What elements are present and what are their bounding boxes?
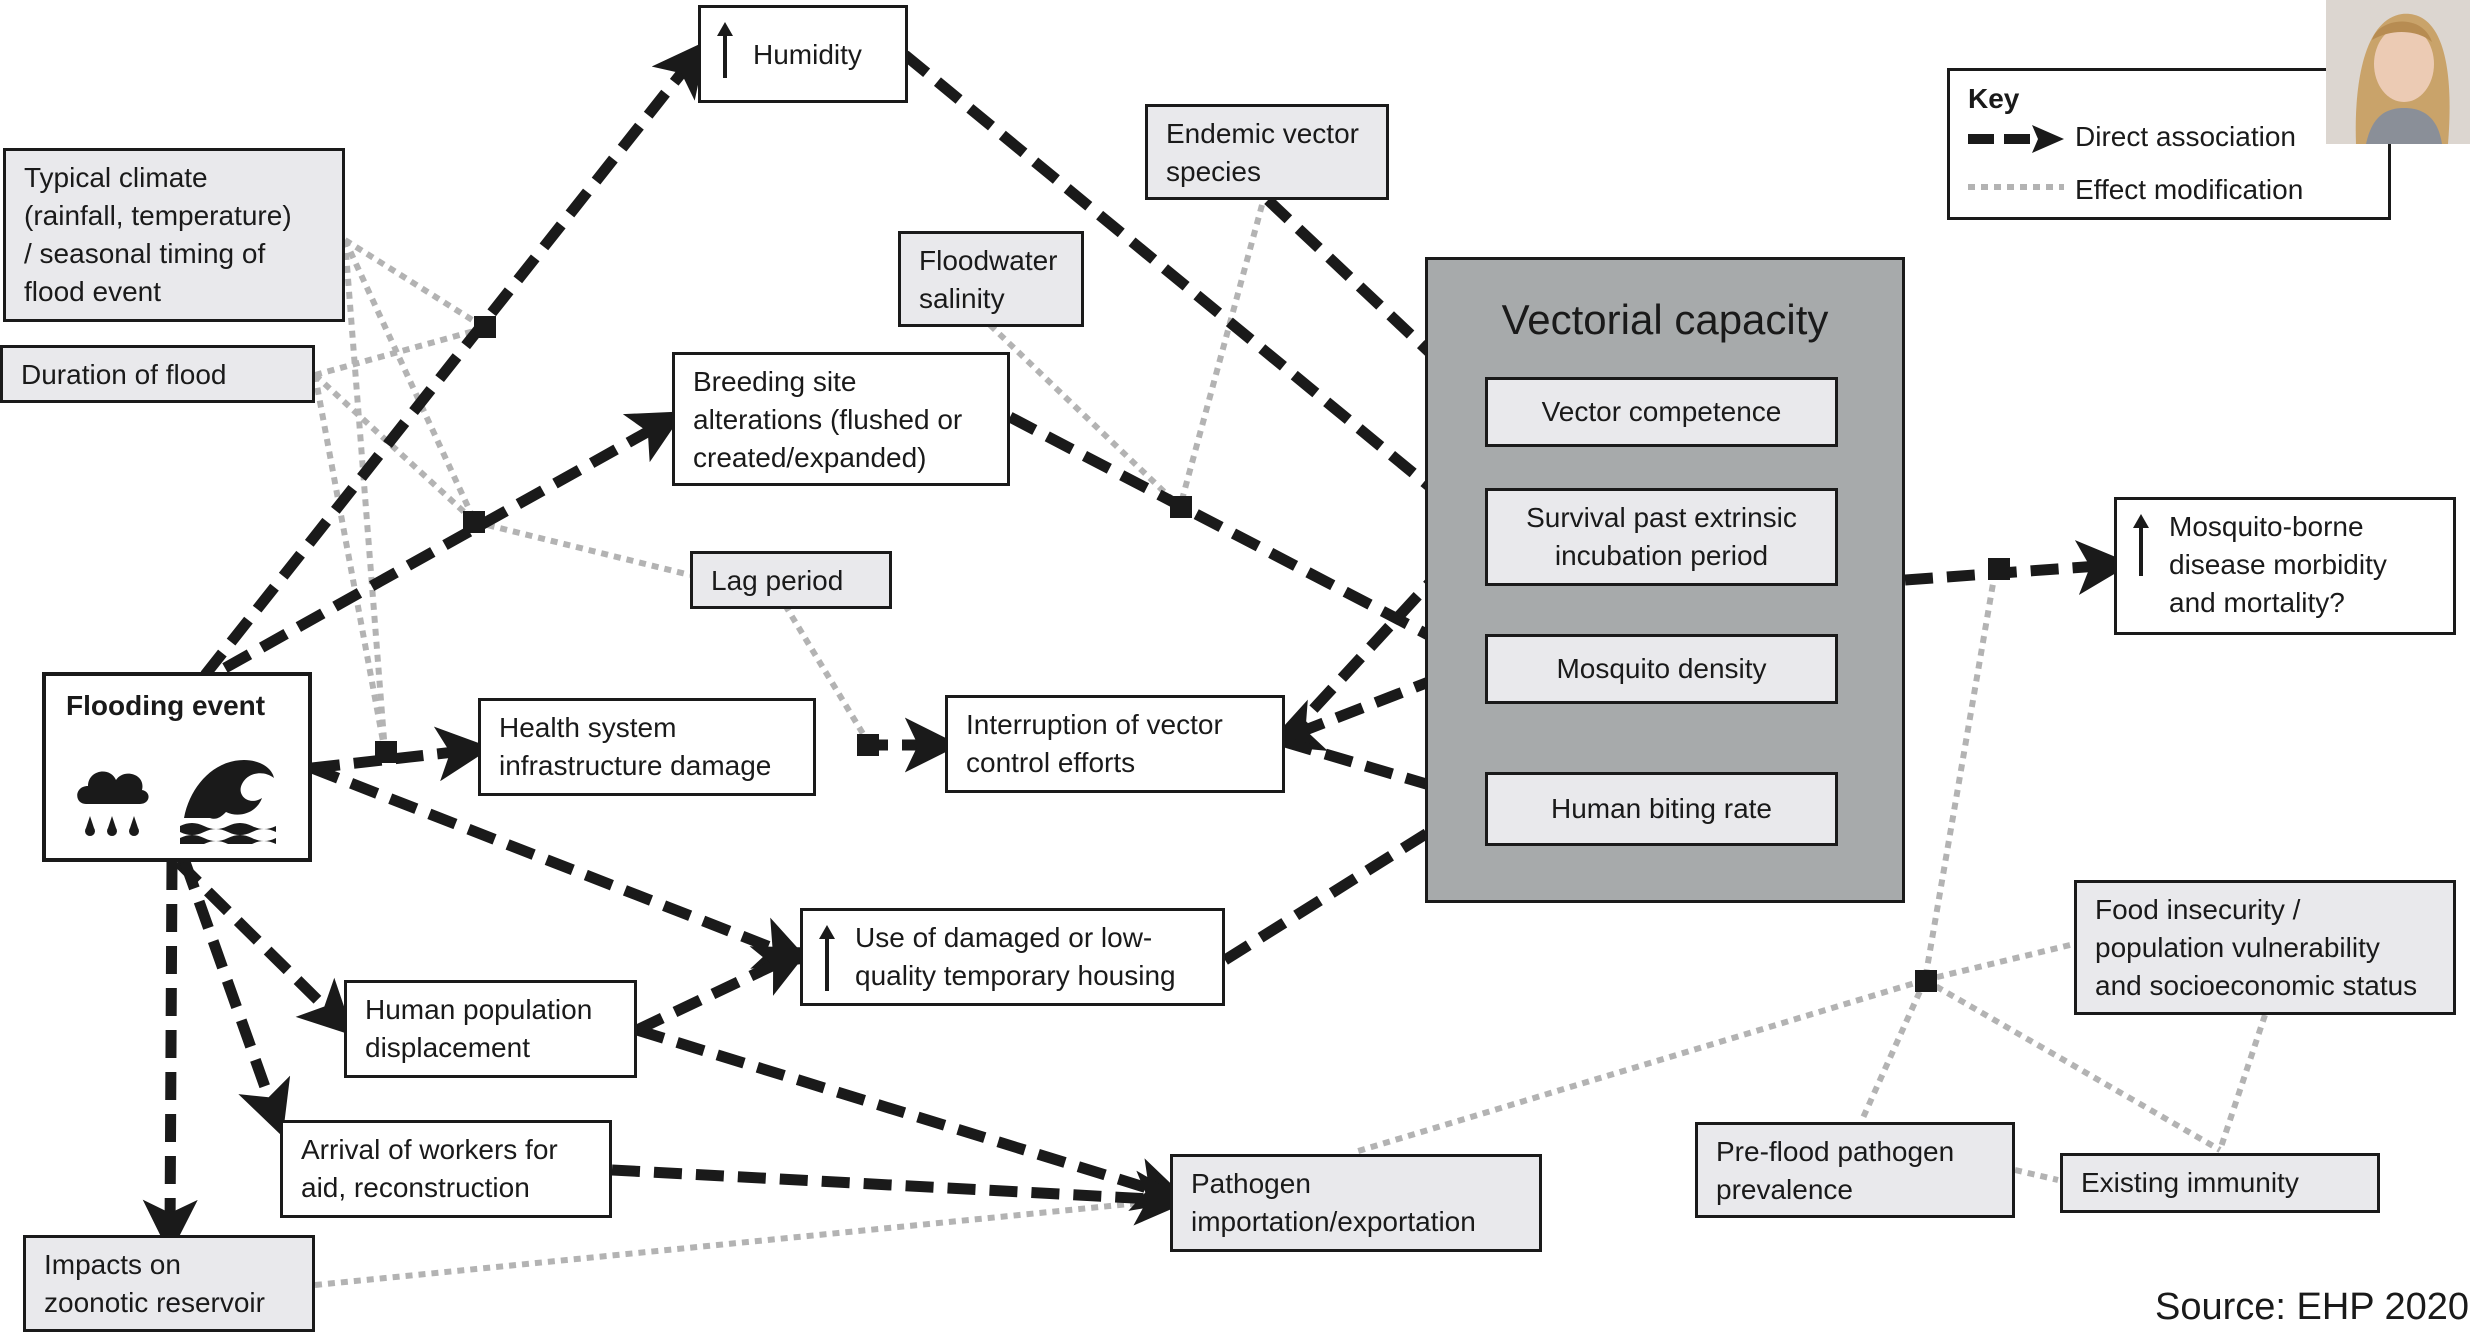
typical-climate-node: Typical climate (rainfall, temperature) … — [3, 148, 345, 322]
humidity-node: Humidity — [698, 5, 908, 103]
up-arrow-icon — [819, 925, 835, 991]
effect-modification-lines — [312, 204, 2268, 1288]
up-arrow-icon — [2133, 514, 2149, 576]
interruption-vector-control-node: Interruption of vector control efforts — [945, 695, 1285, 793]
vectorial-capacity-title: Vectorial capacity — [1501, 296, 1829, 343]
preflood-prevalence-node: Pre-flood pathogen prevalence — [1695, 1122, 2015, 1218]
key-modification-label: Effect modification — [2075, 174, 2304, 205]
legend-key: Key Direct association Effect modificati… — [1947, 68, 2391, 220]
mosquito-density-item: Mosquito density — [1485, 634, 1838, 704]
junction-markers — [375, 316, 2010, 992]
lag-period-node: Lag period — [690, 551, 892, 609]
disease-outcome-node: Mosquito-borne disease morbidity and mor… — [2114, 497, 2456, 635]
source-caption: Source: EHP 2020 — [2155, 1286, 2470, 1328]
food-insecurity-node: Food insecurity / population vulnerabili… — [2074, 880, 2456, 1015]
arrival-of-workers-node: Arrival of workers for aid, reconstructi… — [280, 1120, 612, 1218]
duration-of-flood-node: Duration of flood — [0, 345, 315, 403]
existing-immunity-node: Existing immunity — [2060, 1153, 2380, 1213]
direct-association-swatch — [1968, 125, 2064, 153]
population-displacement-node: Human population displacement — [344, 980, 637, 1078]
key-title: Key — [1968, 83, 2020, 114]
vector-competence-item: Vector competence — [1485, 377, 1838, 447]
human-biting-rate-item: Human biting rate — [1485, 772, 1838, 846]
key-direct-label: Direct association — [2075, 121, 2296, 152]
pathogen-importation-node: Pathogen importation/exportation — [1170, 1154, 1542, 1252]
vectorial-capacity-panel: Vectorial capacity Vector competence Sur… — [1425, 257, 1905, 903]
zoonotic-reservoir-node: Impacts on zoonotic reservoir — [23, 1235, 315, 1332]
speaker-photo — [2326, 0, 2470, 144]
rain-cloud-icon — [77, 771, 149, 836]
survival-eip-item: Survival past extrinsic incubation perio… — [1485, 488, 1838, 586]
speaker-photo-image — [2326, 0, 2470, 144]
health-system-damage-node: Health system infrastructure damage — [478, 698, 816, 796]
endemic-vector-species-node: Endemic vector species — [1145, 104, 1389, 200]
flooding-event-label: Flooding event — [66, 690, 266, 721]
wave-icon — [180, 760, 276, 844]
up-arrow-icon — [717, 22, 733, 78]
flooding-event-node: Flooding event — [42, 672, 312, 862]
floodwater-salinity-node: Floodwater salinity — [898, 231, 1084, 327]
breeding-site-node: Breeding site alterations (flushed or cr… — [672, 352, 1010, 486]
effect-modification-swatch — [1968, 184, 2064, 190]
temporary-housing-node: Use of damaged or low- quality temporary… — [800, 908, 1225, 1006]
